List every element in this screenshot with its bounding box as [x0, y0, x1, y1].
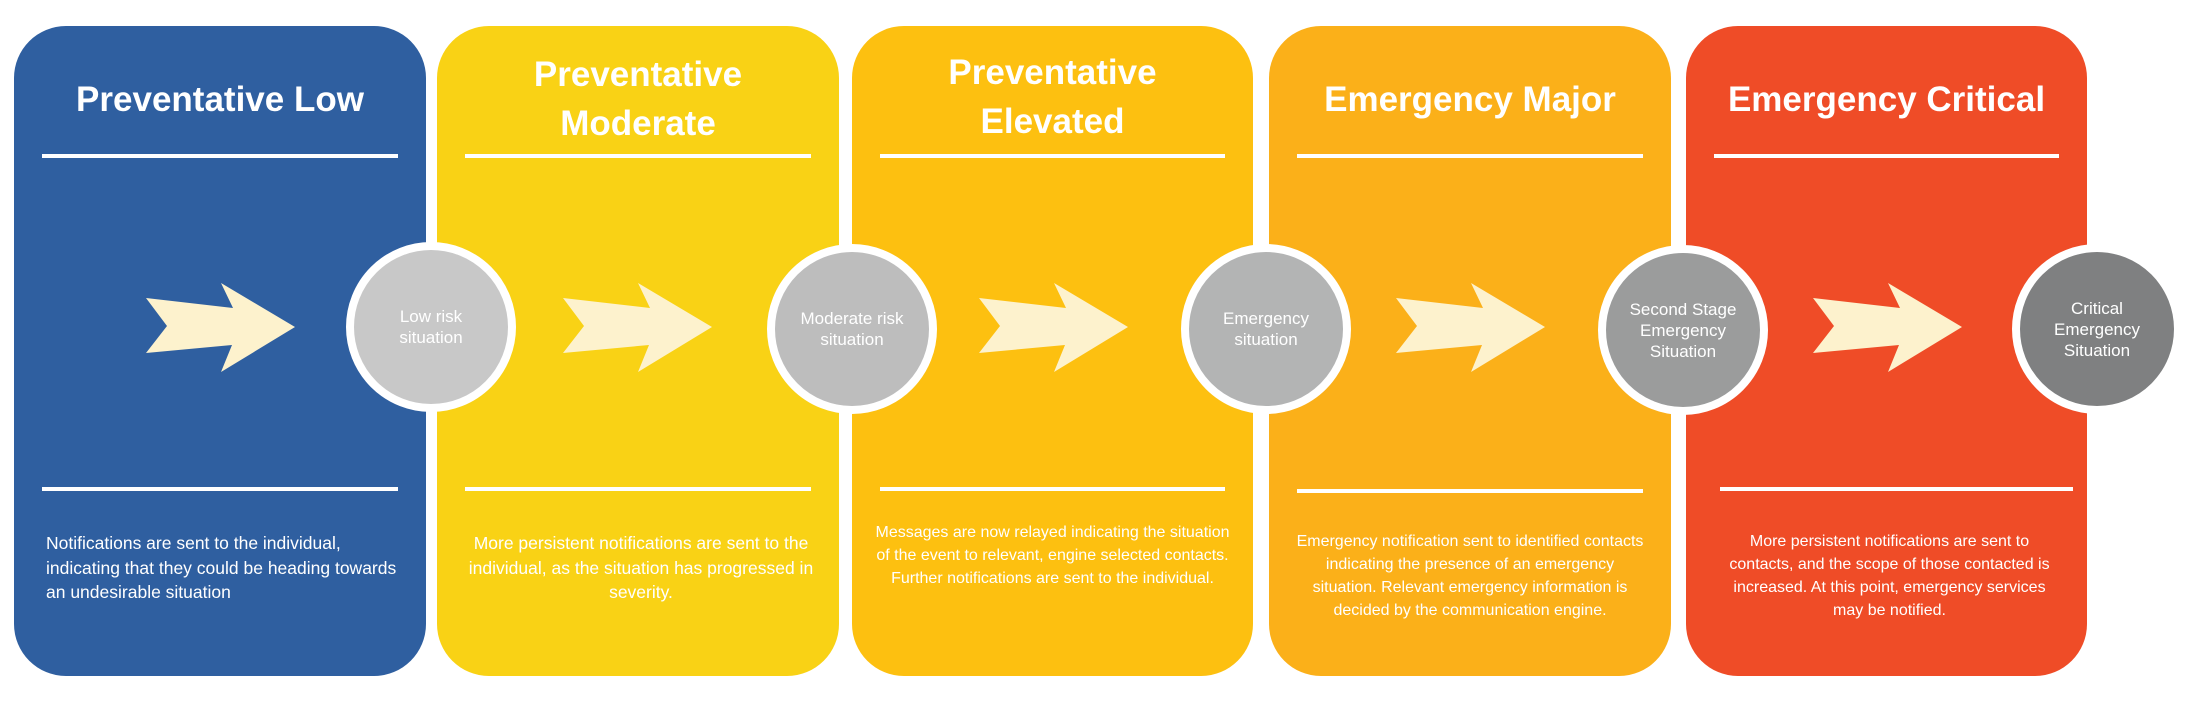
title-divider	[1297, 154, 1643, 158]
situation-circle-second-stage: Second Stage Emergency Situation	[1598, 245, 1768, 415]
title-divider	[465, 154, 811, 158]
stage-title: Emergency Critical	[1727, 79, 2046, 119]
situation-label: Emergency situation	[1223, 309, 1309, 349]
situation-label: Second Stage Emergency Situation	[1629, 299, 1737, 361]
arrow-right-icon	[146, 283, 295, 372]
stage-description: More persistent notifications are sent t…	[1729, 533, 2050, 619]
title-divider	[880, 154, 1225, 158]
stage-description: Notifications are sent to the individual…	[46, 533, 397, 602]
situation-circle-low-risk: Low risk situation	[346, 242, 516, 412]
description-divider	[1297, 489, 1643, 493]
description-divider	[42, 487, 398, 491]
stage-description: Emergency notification sent to identifie…	[1296, 533, 1644, 619]
arrow-right-icon	[1813, 283, 1962, 372]
stage-description: Messages are now relayed indicating the …	[875, 524, 1230, 587]
description-divider	[1720, 487, 2073, 491]
title-divider	[1714, 154, 2059, 158]
title-divider	[42, 154, 398, 158]
situation-circle-emergency: Emergency situation	[1181, 244, 1351, 414]
description-divider	[880, 487, 1225, 491]
situation-circle-critical: Critical Emergency Situation	[2012, 244, 2182, 414]
situation-circle-moderate-risk: Moderate risk situation	[767, 244, 937, 414]
arrow-right-icon	[1396, 283, 1545, 372]
stage-title: Preventative Moderate	[533, 55, 743, 143]
stage-description: More persistent notifications are sent t…	[468, 533, 814, 602]
situation-label: Low risk situation	[399, 307, 463, 347]
arrow-right-icon	[563, 283, 712, 372]
stage-title: Emergency Major	[1324, 79, 1616, 119]
situation-label: Critical Emergency Situation	[2054, 298, 2140, 360]
situation-label: Moderate risk situation	[800, 309, 904, 349]
description-divider	[465, 487, 811, 491]
arrow-right-icon	[979, 283, 1128, 372]
stage-title: Preventative Low	[76, 79, 364, 119]
stage-title: Preventative Elevated	[948, 53, 1157, 141]
